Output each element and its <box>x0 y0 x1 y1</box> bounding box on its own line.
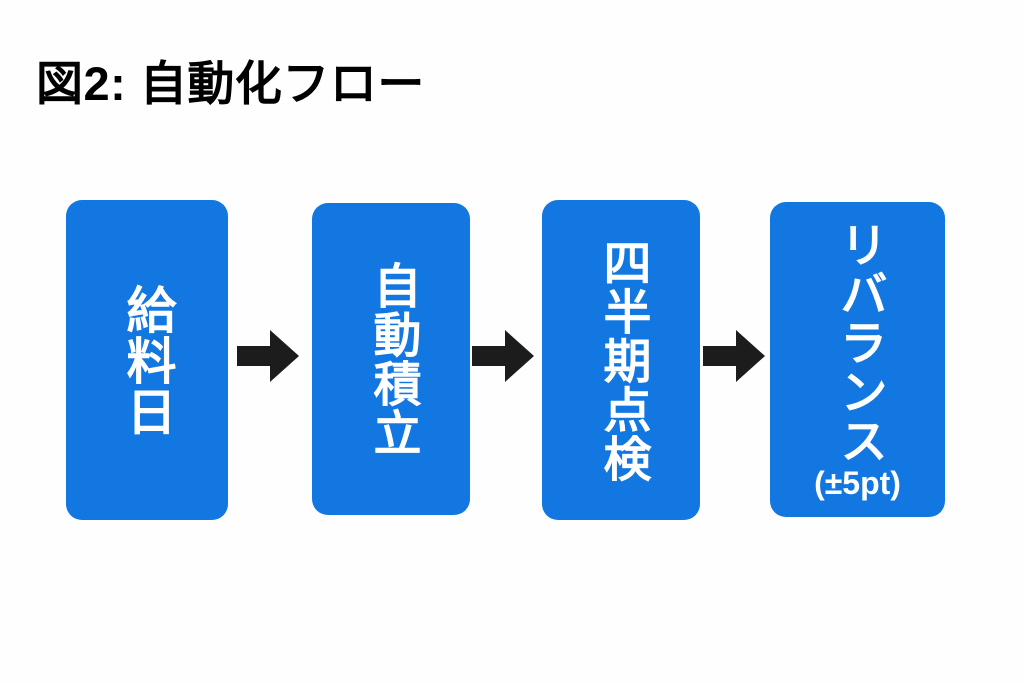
flow-step-3-label: 四半期点検 <box>595 237 649 483</box>
arrow-right-icon <box>237 328 299 384</box>
flow-step-1-label: 給料日 <box>119 283 176 437</box>
flow-step-1[interactable]: 給料日 <box>66 200 228 520</box>
flow-step-4-label: リバランス <box>831 220 885 465</box>
flow-step-2-label: 自動積立 <box>365 261 419 457</box>
flow-step-4[interactable]: リバランス (±5pt) <box>770 202 945 517</box>
arrow-right-icon <box>472 328 534 384</box>
arrow-right-icon <box>703 328 765 384</box>
flow-step-3[interactable]: 四半期点検 <box>542 200 700 520</box>
flow-diagram: 給料日 自動積立 四半期点検 リバ <box>0 195 1024 535</box>
flow-step-4-sublabel: (±5pt) <box>814 465 901 501</box>
figure-title: 図2: 自動化フロー <box>36 57 425 110</box>
flow-step-2[interactable]: 自動積立 <box>312 203 470 515</box>
